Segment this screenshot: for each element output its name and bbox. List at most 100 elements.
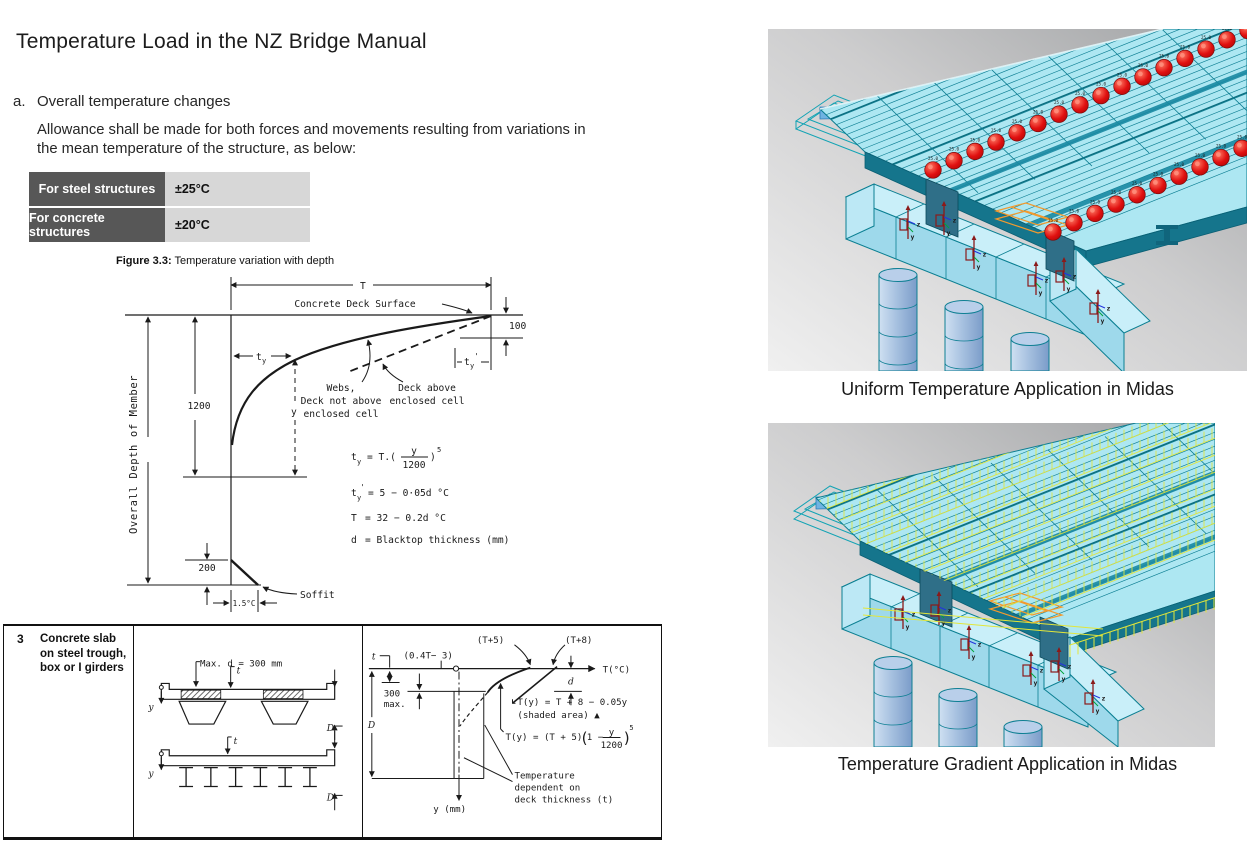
- deck-above-label-2: enclosed cell: [389, 396, 464, 407]
- i-beam-icons: [179, 767, 317, 788]
- section-marker: a.: [13, 93, 26, 110]
- svg-text:5: 5: [437, 446, 441, 454]
- deck-above-label-1: Deck above: [398, 383, 456, 394]
- svg-text:T: T: [351, 513, 357, 524]
- steel-girder-section: [1156, 225, 1178, 245]
- svg-text:1200: 1200: [601, 741, 623, 751]
- dim-300-label: 300: [384, 689, 400, 699]
- dim-T-label: T: [360, 281, 366, 292]
- bracket-04T-label: (0.4T− 3): [404, 652, 453, 662]
- caption-temperature-gradient: Temperature Gradient Application in Mida…: [837, 754, 1178, 774]
- typ-prime: ': [474, 352, 479, 361]
- soffit-label: Soffit: [300, 590, 335, 601]
- d-surfacing-label: d: [568, 677, 574, 687]
- body-line-2: the mean temperature of the structure, a…: [37, 141, 357, 157]
- girder-type-table: 3 Concrete slab on steel trough, box or …: [3, 624, 662, 840]
- temperature-profile-diagram: T(°C) t (0.4T− 3) y (mm) (T+5) (T+8) 300…: [367, 636, 634, 815]
- figure-caption-number: Figure 3.3:: [116, 255, 172, 267]
- concrete-deck-surface-label: Concrete Deck Surface: [294, 299, 416, 310]
- svg-text:t: t: [351, 488, 357, 499]
- note-line-1: Temperature: [514, 772, 574, 782]
- typ-sub: y: [470, 362, 474, 370]
- svg-text:y: y: [147, 770, 154, 780]
- ty-label: t: [256, 352, 262, 363]
- svg-text:5: 5: [629, 724, 633, 732]
- svg-text:t: t: [351, 452, 357, 463]
- T-plus5-label: (T+5): [477, 636, 504, 646]
- svg-text:1200: 1200: [402, 460, 425, 471]
- svg-text:(: (: [580, 729, 589, 747]
- t-thickness-label: t: [372, 653, 376, 663]
- svg-text:y: y: [609, 728, 615, 738]
- allowance-table: For steel structures ±25°C For concrete …: [29, 172, 310, 244]
- table-row: For concrete structures ±20°C: [29, 208, 310, 242]
- section-body: Allowance shall be made for both forces …: [37, 121, 637, 159]
- row-label-steel: For steel structures: [29, 172, 165, 206]
- pier-columns: [873, 656, 1043, 747]
- row-label-concrete: For concrete structures: [29, 208, 165, 242]
- max-label: max.: [384, 700, 406, 710]
- eqA-label: T(y) = T + 8 − 0.05y: [517, 698, 627, 708]
- D-label: D: [326, 724, 335, 734]
- eqA2-label: (shaded area) ▲: [517, 711, 600, 721]
- svg-text:D: D: [326, 793, 335, 803]
- girder-section-sketch-cell: Max. d = 300 mm t y D: [134, 626, 363, 837]
- pier-columns: [878, 268, 1050, 371]
- note-line-3: deck thickness (t): [514, 795, 613, 805]
- row-description: Concrete slab on steel trough, box or I …: [40, 633, 127, 674]
- D-depth-label: D: [367, 721, 376, 731]
- webs-label-1: Webs,: [327, 383, 356, 394]
- midas-uniform-temperature-render: [768, 29, 1247, 371]
- girder-web: [919, 568, 953, 628]
- svg-text:y: y: [357, 494, 361, 502]
- figure-caption-text: Temperature variation with depth: [171, 255, 335, 267]
- max-d-label: Max. d = 300 mm: [200, 660, 283, 670]
- eq1-body: = T.(: [367, 452, 396, 463]
- ty-sub: y: [262, 357, 266, 365]
- girder-web: [1045, 228, 1075, 282]
- page-title: Temperature Load in the NZ Bridge Manual: [16, 30, 427, 53]
- girder-web: [925, 178, 959, 238]
- figure-3-3-temperature-variation-diagram: T Concrete Deck Surface t y y 1200 Overa…: [125, 277, 527, 612]
- y-dim-label: y: [291, 407, 297, 418]
- t-label: t: [237, 667, 241, 677]
- svg-text:y: y: [411, 446, 417, 457]
- eq4-body: = Blacktop thickness (mm): [365, 535, 509, 546]
- soffit-temp-label: 1.5°C: [233, 599, 256, 608]
- svg-text:d: d: [351, 535, 357, 546]
- section-heading: Overall temperature changes: [37, 93, 231, 110]
- row-value-steel: ±25°C: [164, 172, 310, 206]
- table-row: For steel structures ±25°C: [29, 172, 310, 206]
- note-line-2: dependent on: [514, 783, 580, 793]
- y-mm-label: y (mm): [433, 805, 466, 815]
- figure-caption: Figure 3.3: Temperature variation with d…: [116, 255, 334, 267]
- y-label: y: [147, 703, 154, 713]
- overall-depth-of-member-label: Overall Depth of Member: [128, 375, 140, 534]
- svg-text:): ): [430, 452, 436, 463]
- girder-cross-sections-sketch: Max. d = 300 mm t y D: [147, 660, 343, 811]
- svg-text:y: y: [357, 458, 361, 466]
- temperature-profile-cell: T(°C) t (0.4T− 3) y (mm) (T+5) (T+8) 300…: [363, 626, 660, 837]
- webs-label-3: enclosed cell: [303, 409, 378, 420]
- figure-equations: t y = T.( y 1200 ) 5 t y ' = 5 − 0·05d °…: [351, 446, 509, 546]
- svg-text:': ': [360, 483, 365, 492]
- row-value-concrete: ±20°C: [164, 208, 310, 242]
- T-plus8-label: (T+8): [565, 636, 592, 646]
- webs-label-2: Deck not above: [301, 396, 382, 407]
- dim-100-label: 100: [509, 321, 527, 332]
- svg-text:t: t: [234, 737, 238, 747]
- midas-temperature-gradient-render: [768, 423, 1215, 747]
- row-number: 3: [17, 632, 24, 646]
- eq3-body: = 32 − 0.2d °C: [365, 513, 446, 524]
- eqB-label: T(y) = (T + 5): [506, 733, 583, 743]
- svg-text:): ): [622, 729, 631, 747]
- typ-label: t: [464, 357, 470, 368]
- dim-1200-label: 1200: [187, 401, 210, 412]
- eq2-body: = 5 − 0·05d °C: [368, 488, 449, 499]
- svg-text:1 −: 1 −: [587, 733, 604, 743]
- caption-uniform-temperature: Uniform Temperature Application in Midas: [841, 379, 1174, 399]
- T-axis-label: T(°C): [603, 666, 630, 676]
- girder-row-description-cell: 3 Concrete slab on steel trough, box or …: [4, 626, 134, 837]
- dim-200-label: 200: [198, 563, 216, 574]
- body-line-1: Allowance shall be made for both forces …: [37, 122, 586, 138]
